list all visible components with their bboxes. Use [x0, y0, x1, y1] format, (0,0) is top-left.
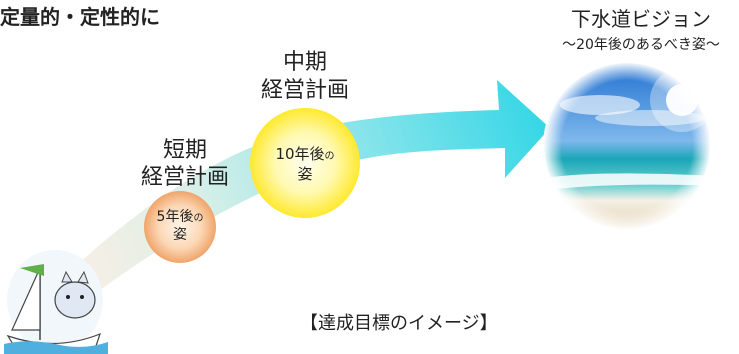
short-term-label-line2: 経営計画 [140, 165, 229, 190]
short-term-label-line1: 短期 [162, 138, 207, 163]
progress-arrow [40, 80, 550, 320]
mid-term-circle-main: 10年後 [275, 145, 325, 163]
short-term-circle-main: 5年後 [156, 209, 194, 225]
vision-title: 下水道ビジョン [571, 7, 711, 31]
short-term-circle-line2: 姿 [173, 227, 187, 244]
mid-term-circle-line2: 姿 [297, 164, 313, 183]
mid-term-circle [250, 108, 360, 218]
short-term-circle-text: 5年後の 姿 [144, 208, 216, 244]
mid-term-circle-text: 10年後の 姿 [255, 145, 355, 184]
short-term-circle [144, 191, 216, 263]
short-term-circle-small: の [193, 213, 204, 224]
page-heading: 定量的・定性的に [0, 5, 160, 29]
vision-subtitle: ～20年後のあるべき姿～ [562, 37, 720, 53]
mid-term-circle-small: の [324, 151, 335, 162]
mid-term-label-line2: 経営計画 [260, 78, 349, 103]
sailboat-mascot-icon [4, 250, 108, 354]
diagram-caption: 【達成目標のイメージ】 [300, 313, 498, 334]
mid-term-label-line1: 中期 [282, 50, 327, 75]
